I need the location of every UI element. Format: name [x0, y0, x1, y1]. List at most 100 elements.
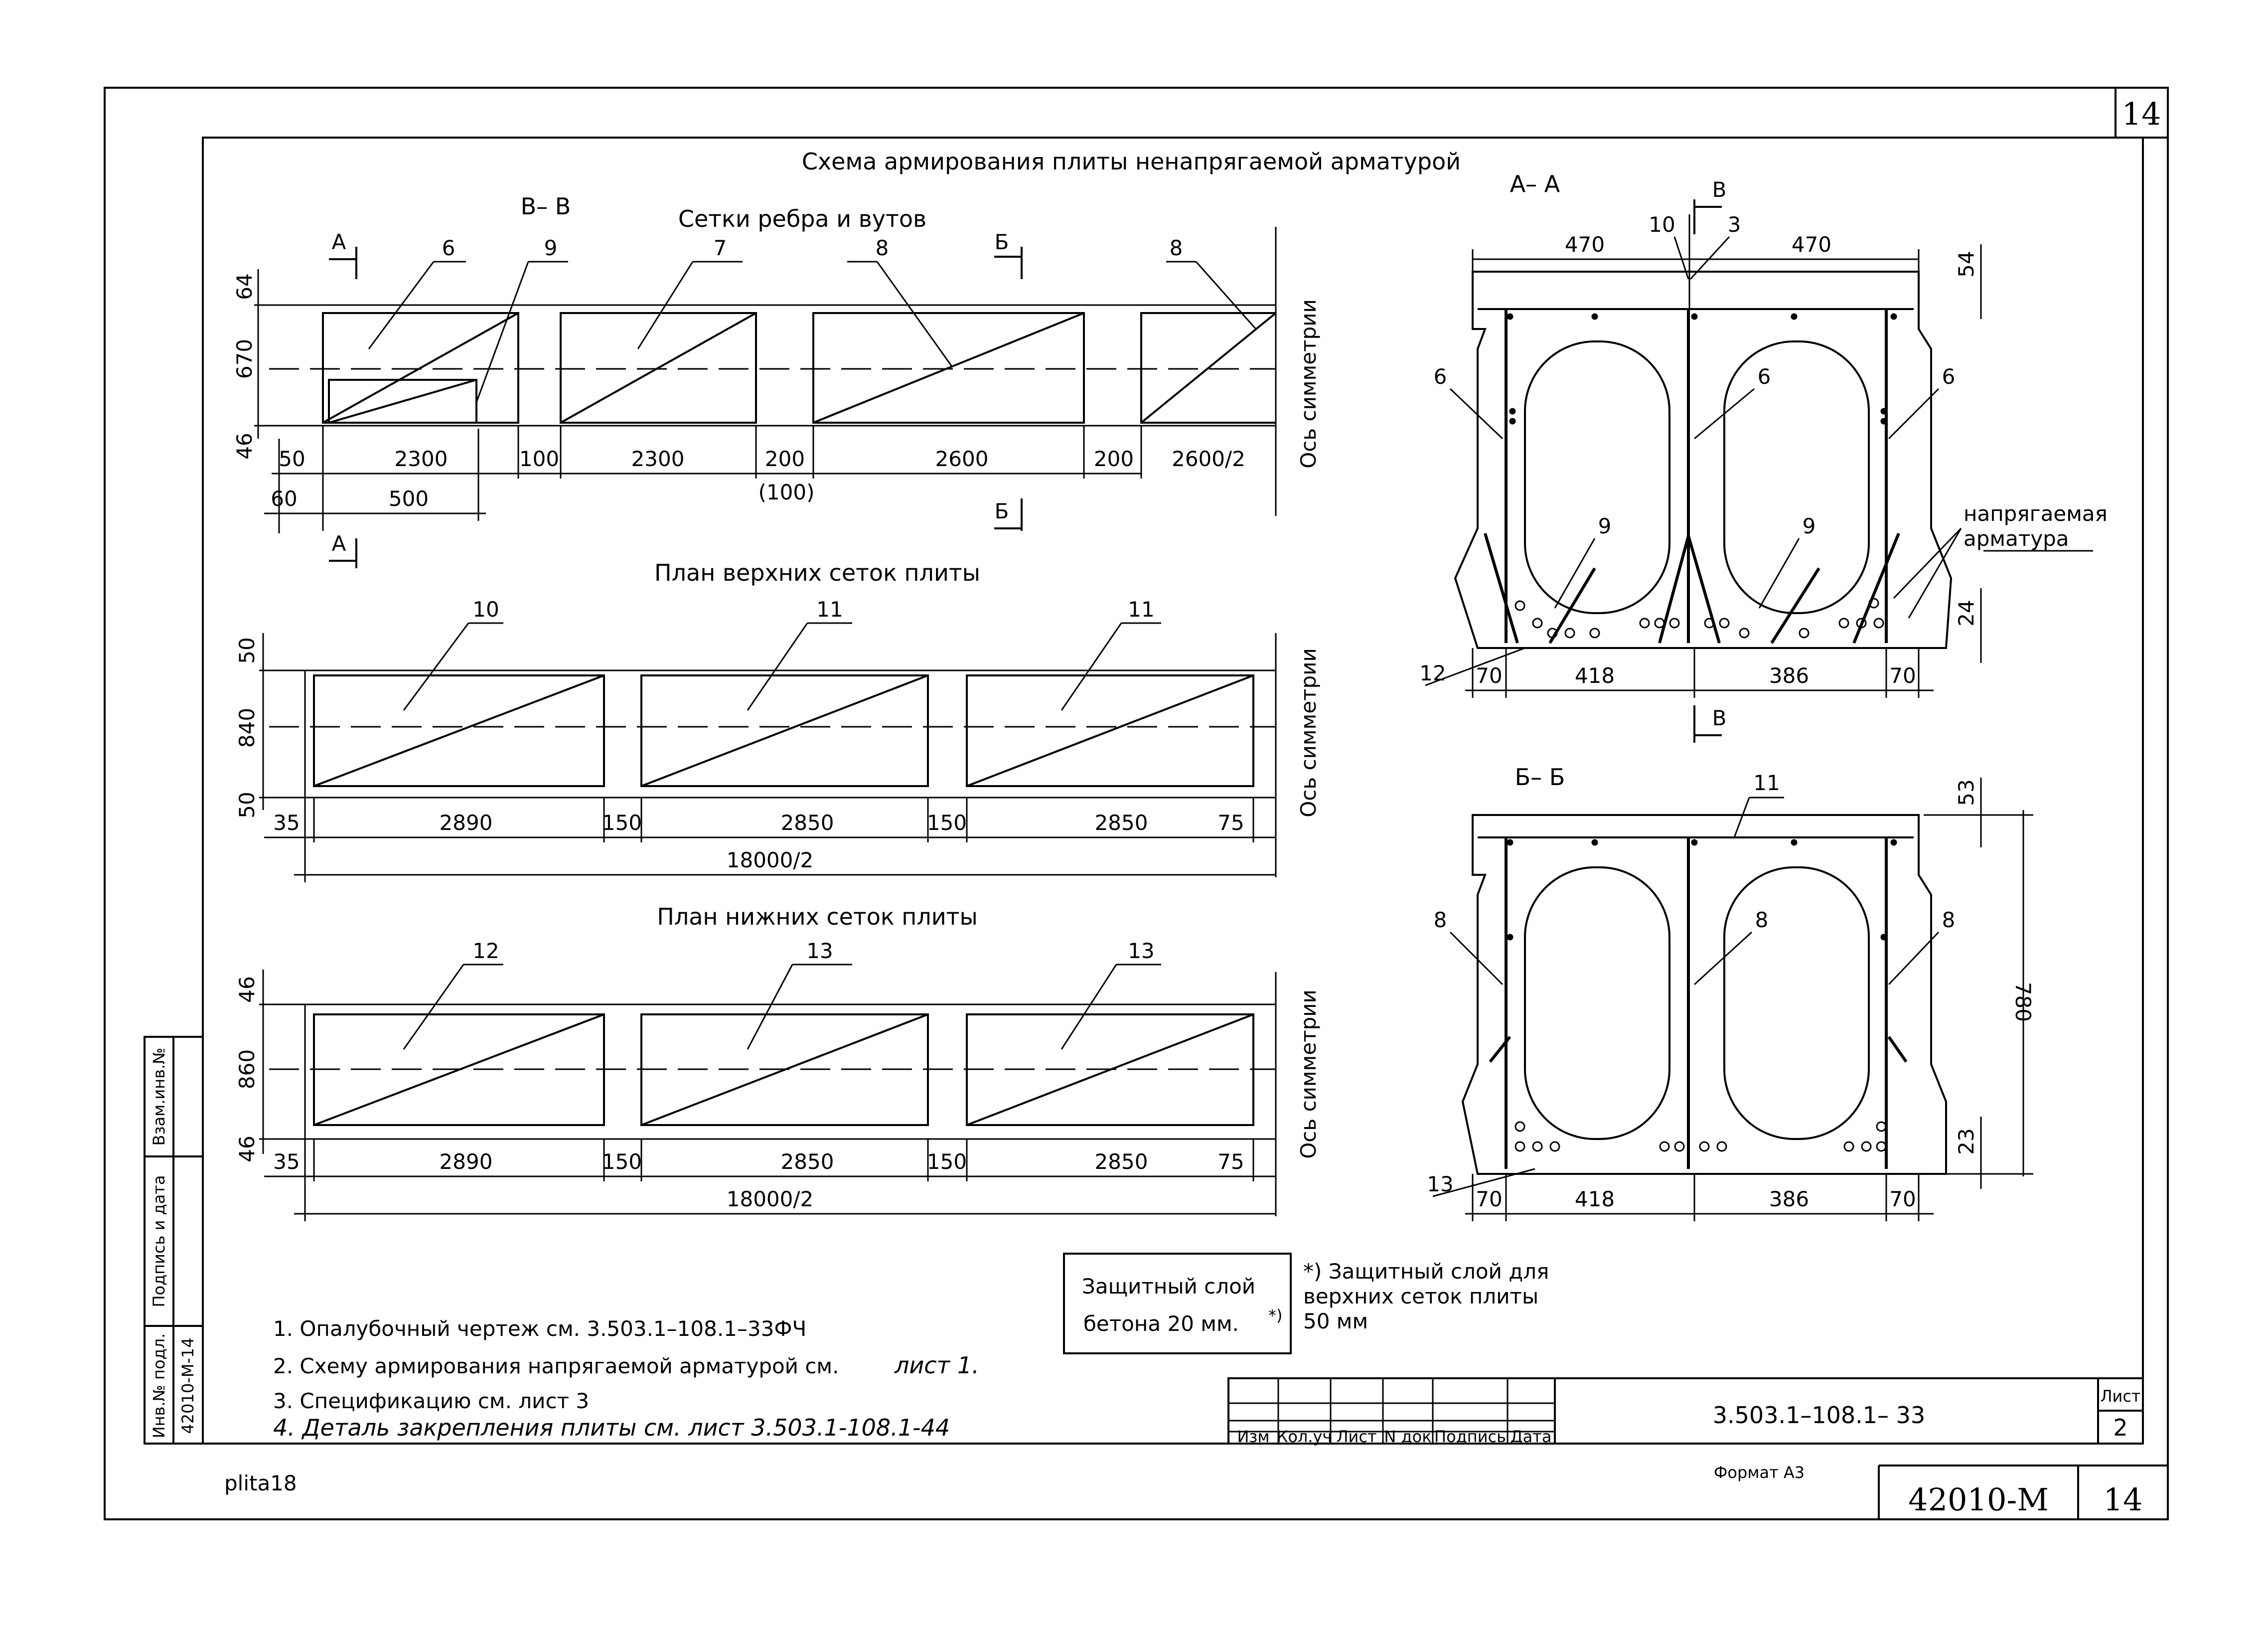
- rebar-dot: [1509, 408, 1516, 415]
- section-aa-label: А– А: [1510, 170, 1560, 197]
- cut-a-top: А: [332, 230, 346, 254]
- cover-note-1: *) Защитный слой для: [1303, 1259, 1549, 1284]
- dim-386: 386: [1769, 663, 1809, 688]
- footer-page: 14: [2104, 1481, 2143, 1518]
- dim-50: 50: [279, 447, 305, 471]
- rebar-dots: [1507, 313, 1897, 1152]
- stamp-inv: Инв.№ подл.: [150, 1333, 168, 1439]
- tb-doc-code: 3.503.1–108.1– 33: [1713, 1402, 1925, 1429]
- tb-sheet-no: 2: [2113, 1414, 2127, 1441]
- tb-col-list: Лист: [1336, 1427, 1376, 1446]
- rebar-dot: [1514, 1121, 1525, 1132]
- mark-6b: 6: [1758, 364, 1771, 389]
- rebar-dot: [1856, 618, 1867, 629]
- section-vv-subtitle: Сетки ребра и вутов: [678, 205, 926, 232]
- rebar-dot: [1880, 408, 1887, 415]
- dim-60: 60: [271, 487, 297, 511]
- rebar-dot: [1532, 618, 1543, 629]
- dim-2600-2: 2600/2: [1172, 447, 1245, 471]
- dim-2890: 2890: [440, 811, 493, 835]
- plan-bottom: План нижних сеток плиты 12 13 13 46 860 …: [235, 903, 1321, 1221]
- plan-top-title: План верхних сеток плиты: [654, 559, 980, 586]
- dim-100-note: (100): [758, 480, 815, 504]
- rebar-dot: [1890, 313, 1897, 320]
- cover-box-line1: Защитный слой: [1082, 1274, 1255, 1299]
- dim-2300b: 2300: [631, 447, 685, 471]
- rebar-dot: [1507, 313, 1513, 320]
- vdim-50a: 50: [235, 637, 259, 663]
- rebar-dot: [1654, 618, 1665, 629]
- mark-10: 10: [472, 597, 499, 622]
- dim-470b: 470: [1792, 232, 1831, 257]
- rebar-dot: [1507, 839, 1513, 846]
- mark-10-aa: 10: [1649, 212, 1675, 237]
- rebar-dot: [1514, 1141, 1525, 1152]
- mark-8b: 8: [1170, 236, 1183, 260]
- dim-24: 24: [1954, 600, 1978, 626]
- tb-col-koluch: Кол.уч: [1277, 1427, 1332, 1446]
- cut-b-bottom: Б: [995, 499, 1009, 523]
- tb-col-izm: Изм: [1237, 1427, 1269, 1446]
- footer-archive: 42010-М: [1908, 1481, 2049, 1518]
- rebar-dot: [1564, 628, 1575, 639]
- rebar-dot: [1838, 618, 1849, 629]
- dim-total-bottom: 18000/2: [727, 1187, 813, 1211]
- rebar-dot: [1716, 1141, 1727, 1152]
- mark-6c: 6: [1942, 364, 1956, 389]
- dim-total-top: 18000/2: [727, 848, 813, 872]
- rebar-dot: [1843, 1141, 1854, 1152]
- mark-8b-bb: 8: [1755, 908, 1769, 932]
- cut-b-top: Б: [995, 230, 1009, 254]
- rebar-dot: [1791, 313, 1798, 320]
- vdim-50b: 50: [235, 792, 259, 818]
- mark-8: 8: [876, 236, 889, 260]
- axis-label-bottom: Ось симметрии: [1296, 989, 1321, 1159]
- mark-8c: 8: [1942, 908, 1956, 932]
- note-4: 4. Деталь закрепления плиты см. лист 3.5…: [273, 1414, 950, 1441]
- tb-sheet-label: Лист: [2100, 1387, 2140, 1406]
- mark-6: 6: [442, 236, 455, 260]
- rebar-dot: [1514, 600, 1525, 611]
- dim-70b: 70: [1889, 663, 1916, 688]
- mark-7: 7: [714, 236, 727, 260]
- note-prestressed-2: арматура: [1964, 526, 2069, 551]
- mark-9-left: 9: [1598, 514, 1612, 538]
- note-3: 3. Спецификацию см. лист 3: [273, 1389, 589, 1413]
- rebar-dot: [1699, 1141, 1710, 1152]
- dim-23: 23: [1954, 1128, 1978, 1154]
- title-block: Изм Кол.уч Лист N док Подпись Дата 3.503…: [1227, 1377, 2144, 1446]
- mark-9: 9: [544, 236, 558, 260]
- rebar-dot: [1876, 1121, 1887, 1132]
- outer-frame: [104, 87, 2169, 1520]
- dim-70a: 70: [1476, 663, 1502, 688]
- dim-200b: 200: [1094, 447, 1134, 471]
- stamp-archive: 42010-М-14: [178, 1337, 197, 1434]
- rebar-dot: [1719, 618, 1730, 629]
- section-bb-label: Б– Б: [1515, 764, 1565, 791]
- dim-150c: 150: [602, 1149, 642, 1174]
- note-prestressed-1: напрягаемая: [1964, 501, 2108, 526]
- mark-13a: 13: [806, 939, 833, 963]
- corner-sheet-number: 14: [2122, 96, 2161, 132]
- vdim-46a: 46: [235, 976, 259, 1002]
- note-1: 1. Опалубочный чертеж см. 3.503.1–108.1–…: [273, 1316, 806, 1341]
- dim-70d: 70: [1889, 1187, 1916, 1211]
- mark-11b: 11: [1128, 597, 1154, 622]
- tb-col-date: Дата: [1511, 1427, 1552, 1446]
- rebar-dot: [1691, 839, 1698, 846]
- cut-v-top: В: [1712, 177, 1727, 202]
- dim-2300a: 2300: [395, 447, 448, 471]
- rebar-dot: [1507, 934, 1513, 941]
- mark-12-aa: 12: [1419, 661, 1446, 685]
- rebar-dot: [1799, 628, 1810, 639]
- cut-v-bottom: В: [1712, 706, 1727, 730]
- dim-2850b: 2850: [1095, 811, 1148, 835]
- rebar-dot: [1873, 618, 1884, 629]
- rebar-dot: [1669, 618, 1680, 629]
- vdim-46: 46: [232, 433, 257, 459]
- note-2: 2. Схему армирования напрягаемой арматур…: [273, 1354, 839, 1378]
- axis-label-top: Ось симметрии: [1296, 648, 1321, 817]
- rebar-dot: [1589, 628, 1600, 639]
- rebar-dot: [1509, 418, 1516, 425]
